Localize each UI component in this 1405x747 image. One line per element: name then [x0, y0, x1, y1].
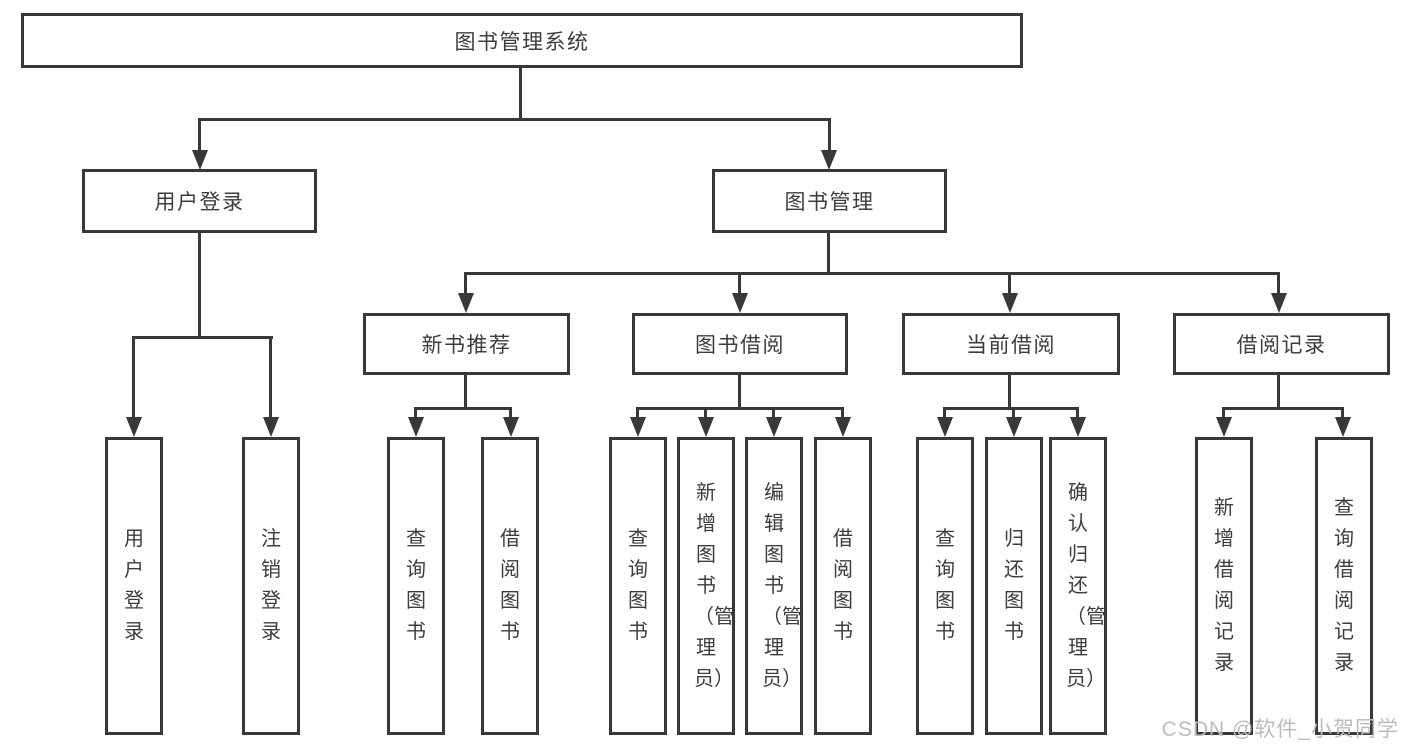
- connector-drop: [943, 407, 946, 419]
- arrow-down-icon: [1006, 417, 1022, 437]
- connector-drop: [1341, 407, 1344, 419]
- connector-group-stem: [1277, 375, 1280, 410]
- connector-drop: [1222, 407, 1225, 419]
- leaf-query-books-borrow-label: 查询图书: [628, 528, 648, 643]
- leaf-logout: 注销登录: [242, 437, 300, 735]
- arrow-down-icon: [408, 417, 424, 437]
- connector-drop: [1012, 407, 1015, 419]
- connector-group-stem: [1008, 375, 1011, 410]
- leaf-add-borrow-record-label: 新增借阅记录: [1214, 497, 1234, 674]
- leaf-query-borrow-record: 查询借阅记录: [1315, 437, 1373, 735]
- arrow-down-icon: [192, 150, 208, 170]
- arrow-down-icon: [1002, 293, 1018, 313]
- connector-drop: [738, 272, 741, 294]
- connector-drop: [132, 336, 135, 418]
- leaf-edit-books-admin-label: 编辑图书（管理员）: [762, 481, 802, 690]
- connector-drop: [704, 407, 707, 419]
- arrow-down-icon: [1216, 417, 1232, 437]
- leaf-add-books-admin-label: 新增图书（管理员）: [694, 481, 734, 690]
- arrow-down-icon: [821, 150, 837, 170]
- node-book-borrow-label: 图书借阅: [695, 334, 785, 357]
- connector-drop: [1277, 272, 1280, 294]
- node-user-login: 用户登录: [82, 169, 317, 233]
- connector-group-rail: [944, 407, 1079, 410]
- arrow-down-icon: [458, 293, 474, 313]
- connector-group-stem: [464, 375, 467, 410]
- arrow-down-icon: [503, 417, 519, 437]
- connector-group-rail: [415, 407, 512, 410]
- leaf-add-borrow-record: 新增借阅记录: [1195, 437, 1253, 735]
- node-borrow-records-label: 借阅记录: [1236, 334, 1327, 357]
- connector-drop: [1076, 407, 1079, 419]
- connector-level2-rail: [199, 118, 831, 121]
- leaf-user-login: 用户登录: [105, 437, 163, 735]
- connector-drop: [1008, 272, 1011, 294]
- leaf-query-borrow-record-label: 查询借阅记录: [1334, 497, 1354, 674]
- node-root: 图书管理系统: [21, 13, 1023, 68]
- leaf-edit-books-admin: 编辑图书（管理员）: [745, 437, 803, 735]
- arrow-down-icon: [1271, 293, 1287, 313]
- connector-book-mgmt-stem: [827, 233, 830, 275]
- arrow-down-icon: [835, 417, 851, 437]
- connector-drop: [414, 407, 417, 419]
- connector-group-stem: [738, 375, 741, 410]
- leaf-borrow-books: 借阅图书: [814, 437, 872, 735]
- node-new-book-recommend: 新书推荐: [363, 313, 570, 375]
- connector-drop: [509, 407, 512, 419]
- node-current-borrow: 当前借阅: [902, 313, 1120, 375]
- csdn-watermark: CSDN @软件_小贺同学: [1161, 718, 1399, 741]
- arrow-down-icon: [732, 293, 748, 313]
- arrow-down-icon: [1335, 417, 1351, 437]
- connector-group-rail: [1223, 407, 1343, 410]
- leaf-logout-label: 注销登录: [261, 528, 281, 643]
- leaf-query-books-recommend: 查询图书: [387, 437, 445, 735]
- leaf-query-books-recommend-label: 查询图书: [406, 528, 426, 643]
- connector-book-mgmt-drop: [828, 118, 831, 152]
- arrow-down-icon: [263, 417, 279, 437]
- arrow-down-icon: [698, 417, 714, 437]
- leaf-borrow-books-recommend-label: 借阅图书: [500, 528, 520, 643]
- leaf-query-books-current-label: 查询图书: [935, 528, 955, 643]
- connector-user-login-drop: [198, 118, 201, 152]
- arrow-down-icon: [937, 417, 953, 437]
- connector-drop: [636, 407, 639, 419]
- node-user-login-label: 用户登录: [154, 191, 245, 214]
- node-borrow-records: 借阅记录: [1173, 313, 1390, 375]
- connector-user-login-stem: [198, 233, 201, 339]
- leaf-borrow-books-recommend: 借阅图书: [481, 437, 539, 735]
- leaf-user-login-label: 用户登录: [124, 528, 144, 643]
- leaf-query-books-current: 查询图书: [916, 437, 974, 735]
- node-new-book-recommend-label: 新书推荐: [421, 334, 512, 357]
- arrow-down-icon: [630, 417, 646, 437]
- node-current-borrow-label: 当前借阅: [966, 334, 1056, 357]
- leaf-query-books-borrow: 查询图书: [609, 437, 667, 735]
- leaf-borrow-books-label: 借阅图书: [833, 528, 853, 643]
- node-book-management-label: 图书管理: [784, 191, 875, 214]
- connector-drop: [772, 407, 775, 419]
- node-book-borrow: 图书借阅: [632, 313, 848, 375]
- arrow-down-icon: [766, 417, 782, 437]
- connector-level3-rail: [465, 272, 1280, 275]
- connector-drop: [269, 336, 272, 418]
- leaf-return-books: 归还图书: [985, 437, 1043, 735]
- node-book-management: 图书管理: [712, 169, 947, 233]
- connector-group-rail: [637, 407, 844, 410]
- leaf-add-books-admin: 新增图书（管理员）: [677, 437, 735, 735]
- arrow-down-icon: [1070, 417, 1086, 437]
- connector-user-login-rail: [133, 336, 273, 339]
- leaf-confirm-return-admin-label: 确认归还（管理员）: [1066, 481, 1106, 690]
- connector-drop: [841, 407, 844, 419]
- connector-root-stem: [519, 68, 522, 121]
- leaf-return-books-label: 归还图书: [1004, 528, 1024, 643]
- connector-drop: [464, 272, 467, 294]
- node-root-label: 图书管理系统: [454, 30, 590, 54]
- arrow-down-icon: [126, 417, 142, 437]
- leaf-confirm-return-admin: 确认归还（管理员）: [1049, 437, 1107, 735]
